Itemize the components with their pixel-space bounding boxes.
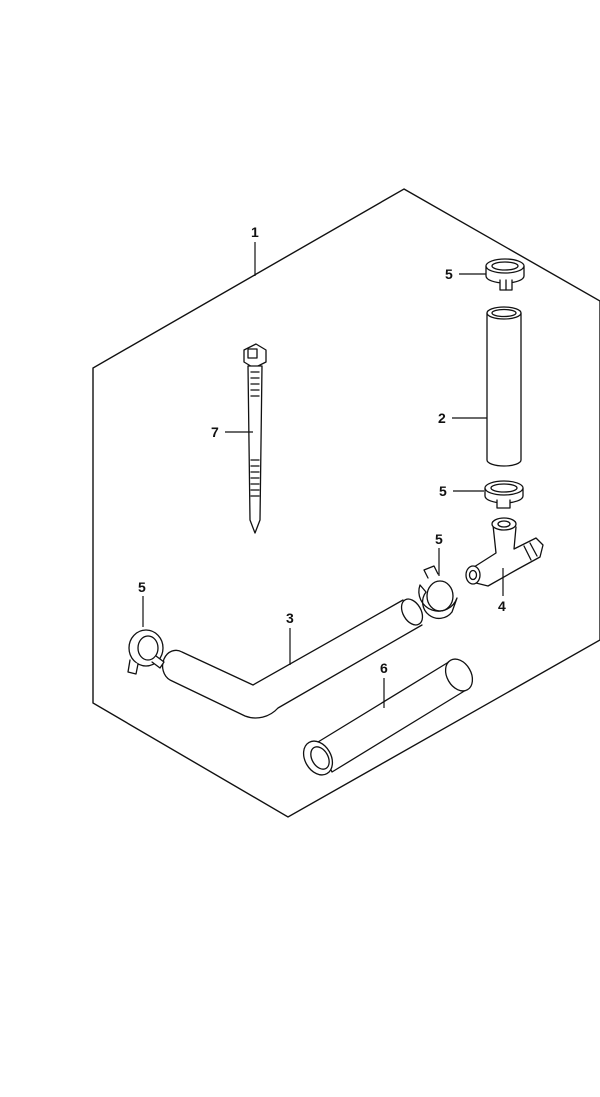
callout-5-clip-left: 5 [138, 579, 146, 595]
callout-5-clip-upper-middle: 5 [439, 483, 447, 499]
tee-joint-part [465, 517, 544, 587]
clip-lower-middle-part [418, 565, 458, 620]
bent-hose-part [161, 598, 424, 719]
clip-left-part [127, 629, 165, 675]
callout-7-cable-tie: 7 [211, 424, 219, 440]
callout-6-straight-hose: 6 [380, 660, 388, 676]
callout-5-clip-top: 5 [445, 266, 453, 282]
clip-top-part [485, 258, 525, 291]
straight-hose-part [302, 658, 474, 776]
callout-3-bent-hose: 3 [286, 610, 294, 626]
kit-frame [92, 188, 600, 818]
callout-2-hose: 2 [438, 410, 446, 426]
callout-4-tee-joint: 4 [498, 598, 506, 614]
clip-upper-middle-part [484, 480, 524, 509]
callout-1-kit: 1 [251, 224, 259, 240]
callout-5-clip-lower-middle: 5 [435, 531, 443, 547]
cable-tie-part [243, 343, 267, 534]
vertical-hose-part [486, 306, 522, 467]
